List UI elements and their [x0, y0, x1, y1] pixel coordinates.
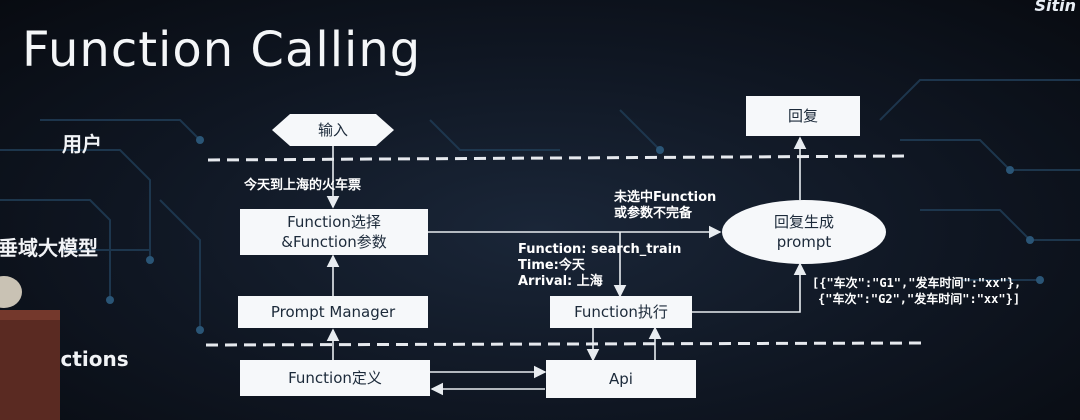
- query-annotation: 今天到上海的火车票: [244, 178, 362, 193]
- brand-logo: Sitin: [1034, 0, 1076, 15]
- reply-node-label: 回复: [787, 107, 818, 125]
- prompt-manager-label: Prompt Manager: [270, 303, 396, 321]
- function-definition-node: Function定义: [240, 360, 430, 396]
- function-select-label-line1: Function选择: [287, 213, 381, 231]
- api-node: Api: [546, 360, 696, 398]
- input-node-shape: [272, 114, 394, 146]
- lane-separator-bottom: [205, 341, 926, 347]
- function-exec-node: Function执行: [550, 296, 692, 328]
- function-definition-label: Function定义: [288, 369, 382, 387]
- speaker-podium: [0, 276, 60, 420]
- lane-label-user: 用户: [62, 132, 102, 156]
- call-annotation-time: Time:今天: [518, 258, 585, 273]
- lane-separator-top: [207, 154, 906, 162]
- call-annotation-arrival: Arrival: 上海: [518, 274, 603, 289]
- reply-generation-label-line1: 回复生成: [773, 213, 834, 231]
- result-annotation-line1: [{"车次":"G1","发车时间":"xx"},: [812, 276, 1022, 290]
- input-node-label: 输入: [317, 121, 348, 139]
- reply-generation-node: 回复生成 prompt: [722, 200, 886, 264]
- function-select-node: Function选择 &Function参数: [240, 209, 428, 255]
- call-annotation-function: Function: search_train: [518, 242, 682, 257]
- reply-generation-label-line2: prompt: [776, 233, 832, 251]
- slide-title: Function Calling: [22, 22, 422, 78]
- function-exec-label: Function执行: [574, 303, 668, 321]
- result-annotation-line2: {"车次":"G2","发车时间":"xx"}]: [818, 292, 1021, 306]
- arrow-exec-to-replygen: [692, 262, 807, 313]
- api-node-label: Api: [609, 370, 633, 388]
- no-function-annotation-line2: 或参数不完备: [614, 206, 693, 221]
- input-node: 输入: [272, 114, 394, 146]
- function-select-label-line2: &Function参数: [281, 233, 387, 251]
- no-function-annotation-line1: 未选中Function: [614, 190, 717, 205]
- lane-label-llm: 垂域大模型: [0, 236, 98, 260]
- reply-node: 回复: [746, 96, 860, 136]
- prompt-manager-node: Prompt Manager: [238, 296, 428, 328]
